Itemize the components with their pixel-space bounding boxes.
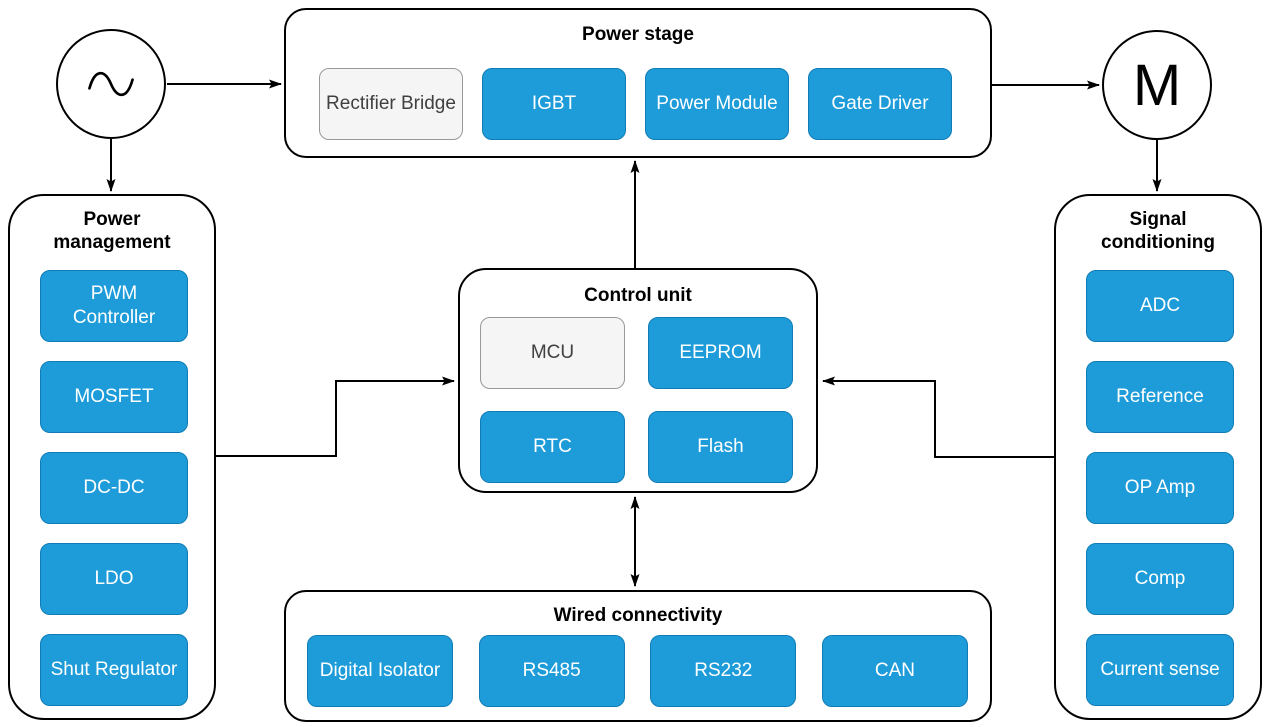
sine-wave-icon: [88, 71, 134, 97]
block-rectifier-bridge: Rectifier Bridge: [319, 68, 463, 140]
block-ldo: LDO: [40, 543, 188, 615]
signal-conditioning-blocks: ADC Reference OP Amp Comp Current sense: [1086, 270, 1234, 706]
group-signal-conditioning: Signal conditioning ADC Reference OP Amp…: [1054, 194, 1262, 720]
wired-connectivity-blocks: Digital Isolator RS485 RS232 CAN: [307, 635, 968, 707]
block-pwm-controller: PWM Controller: [40, 270, 188, 342]
block-rs232: RS232: [650, 635, 797, 707]
group-wired-connectivity: Wired connectivity Digital Isolator RS48…: [284, 590, 992, 722]
block-eeprom: EEPROM: [648, 317, 793, 389]
group-title-control-unit: Control unit: [584, 285, 692, 306]
block-mosfet: MOSFET: [40, 361, 188, 433]
power-management-blocks: PWM Controller MOSFET DC-DC LDO Shut Reg…: [40, 270, 188, 706]
block-rs485: RS485: [478, 635, 625, 707]
group-control-unit: Control unit MCU EEPROM RTC Flash: [458, 268, 818, 493]
group-power-management: Power management PWM Controller MOSFET D…: [8, 194, 216, 720]
group-title-wired-connectivity: Wired connectivity: [553, 605, 723, 626]
block-op-amp: OP Amp: [1086, 452, 1234, 524]
group-title-power-stage: Power stage: [582, 24, 694, 45]
motor-node: M: [1102, 30, 1212, 140]
block-dc-dc: DC-DC: [40, 452, 188, 524]
arrow-signal-conditioning-to-control-unit: [822, 376, 1054, 458]
block-power-module: Power Module: [645, 68, 789, 140]
block-igbt: IGBT: [482, 68, 626, 140]
power-stage-blocks: Rectifier Bridge IGBT Power Module Gate …: [319, 68, 952, 140]
block-flash: Flash: [648, 411, 793, 483]
motor-label: M: [1132, 52, 1182, 118]
block-current-sense: Current sense: [1086, 634, 1234, 706]
block-rtc: RTC: [480, 411, 625, 483]
control-unit-blocks: MCU EEPROM RTC Flash: [480, 317, 793, 483]
block-reference: Reference: [1086, 361, 1234, 433]
block-mcu: MCU: [480, 317, 625, 389]
block-gate-driver: Gate Driver: [808, 68, 952, 140]
group-power-stage: Power stage Rectifier Bridge IGBT Power …: [284, 8, 992, 158]
block-shut-regulator: Shut Regulator: [40, 634, 188, 706]
block-can: CAN: [821, 635, 968, 707]
block-comp: Comp: [1086, 543, 1234, 615]
block-digital-isolator: Digital Isolator: [307, 635, 453, 707]
ac-source-node: [56, 29, 166, 139]
block-adc: ADC: [1086, 270, 1234, 342]
arrow-power-management-to-control-unit: [216, 376, 455, 457]
group-title-power-management: Power management: [53, 209, 171, 254]
group-title-signal-conditioning: Signal conditioning: [1101, 209, 1215, 254]
